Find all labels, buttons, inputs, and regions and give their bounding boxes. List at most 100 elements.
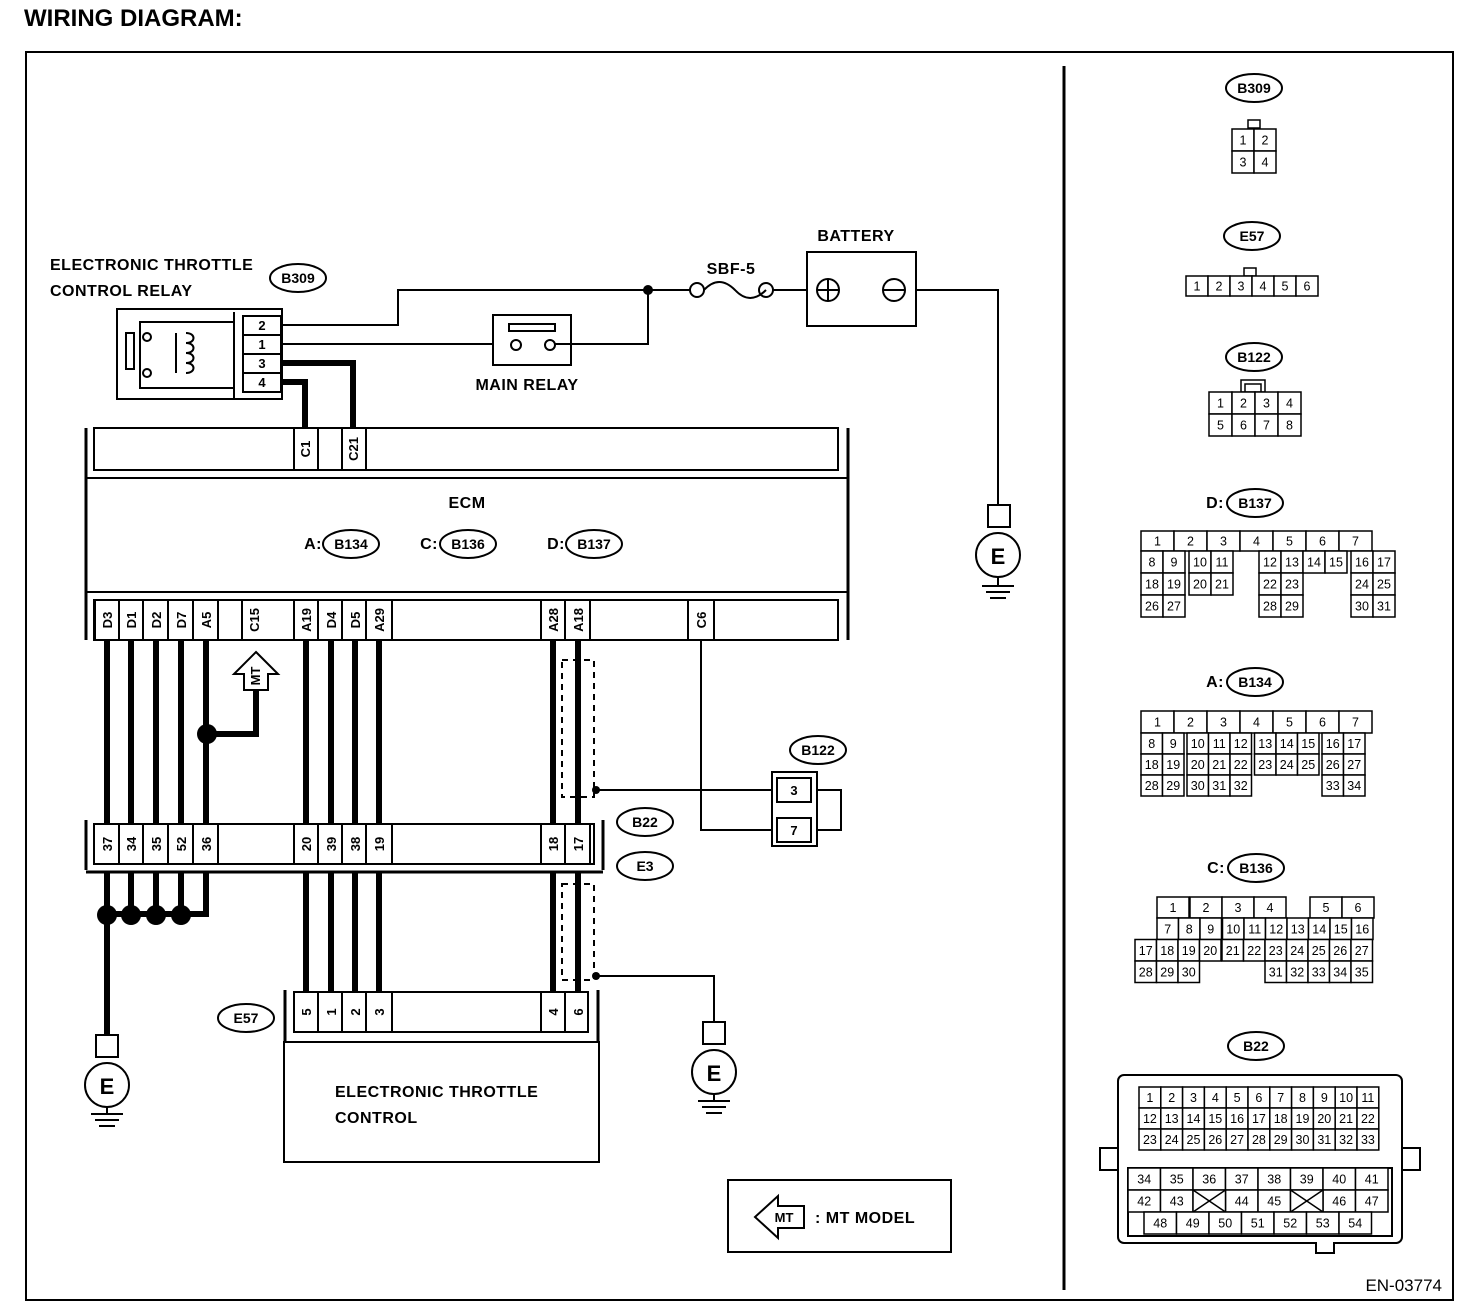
joint-pin: 34 [124,836,139,851]
connector-cell-label: 2 [1203,901,1210,915]
connector-cell-label: 8 [1286,419,1293,433]
ground-shield: E [691,1021,737,1114]
etc-pin: 5 [299,1008,314,1015]
connector-cell-label: 27 [1167,600,1181,614]
connector-cell-label: 5 [1234,1091,1241,1105]
ecm-connector-id: B136 [451,536,485,552]
mt-arrow-icon: MT [231,650,281,691]
connector-cell-label: 2 [1262,134,1269,148]
etc-pin: 6 [571,1008,586,1015]
connector-cell-label: 26 [1326,758,1340,772]
connector-cell-label: 49 [1186,1217,1200,1231]
connector-cell-label: 27 [1347,758,1361,772]
main-relay-body [492,314,572,366]
connector-cell [1198,938,1222,962]
connector-cell-label: 4 [1267,901,1274,915]
connector-cell-label: 2 [1187,716,1194,730]
connector-cell-label: 5 [1282,280,1289,294]
b122-connector: B122 3 7 [771,735,847,847]
connector-cell-label: 5 [1286,535,1293,549]
connector-cell-label: 22 [1234,758,1248,772]
connector-cell-label: 19 [1296,1112,1310,1126]
connector-cell-label: 15 [1334,922,1348,936]
outer-frame [25,51,1454,1301]
battery-label: BATTERY [817,228,894,245]
connector-cell-label: 10 [1339,1091,1353,1105]
connector-cell-label: 27 [1230,1133,1244,1147]
connector-cell-label: 23 [1143,1133,1157,1147]
connector-cell-label: 9 [1171,556,1178,570]
connector-cell-label: 5 [1323,901,1330,915]
connector-cell-label: 48 [1153,1217,1167,1231]
connector-cell-label: 20 [1191,758,1205,772]
connector-cell [1161,774,1185,797]
connector-cell-label: 22 [1361,1112,1375,1126]
connector-cell-label: 27 [1355,944,1369,958]
ground-battery: E [975,504,1021,599]
connector-cell-label: 28 [1139,965,1153,979]
joint-connector-id: B22 [632,814,658,830]
connector-cell-label: 32 [1339,1133,1353,1147]
ecm-pin: A29 [372,608,387,632]
connector-cell-label: 6 [1319,535,1326,549]
connector-view-id: B136 [1239,860,1273,876]
ecm-harness-wires [104,640,778,831]
connector-cell-label: 12 [1143,1112,1157,1126]
connector-cell-label: 19 [1182,944,1196,958]
connector-cell-label: 4 [1253,716,1260,730]
ground-label: E [991,544,1006,569]
connector-cell-label: 14 [1187,1112,1201,1126]
ecm-pin: D1 [124,612,139,629]
connector-view-id: B137 [1238,495,1272,511]
connector-cell-label: 52 [1283,1217,1297,1231]
connector-cell-label: 16 [1355,922,1369,936]
connector-cell [1280,594,1304,618]
relay-pin: 4 [258,375,266,390]
fuse-sbf5: SBF-5 [689,261,774,299]
connector-cell-label: 33 [1361,1133,1375,1147]
connector-cell-label: 34 [1137,1173,1151,1187]
connector-cell-label: 29 [1274,1133,1288,1147]
ecm-connector-prefix: A: [304,536,322,553]
ecm-pin: A19 [299,608,314,632]
connector-cell-label: 13 [1258,737,1272,751]
ecm-pin: C21 [346,437,361,461]
connector-cell-label: 5 [1217,419,1224,433]
battery: BATTERY [806,228,917,327]
connector-cell-label: 7 [1352,535,1359,549]
connector-cell-label: 47 [1365,1195,1379,1209]
connector-cell-label: 10 [1191,737,1205,751]
connector-view-prefix: D: [1206,495,1224,512]
connector-cell-label: 26 [1208,1133,1222,1147]
joint-pin: 35 [149,837,164,851]
connector-cell-label: 12 [1269,922,1283,936]
connector-cell-label: 40 [1332,1173,1346,1187]
connector-cell [1296,753,1320,776]
main-relay: MAIN RELAY [475,314,578,394]
ecm-connector-prefix: D: [547,536,565,553]
connector-cell-label: 10 [1226,922,1240,936]
connector-cell-label: 6 [1319,716,1326,730]
connector-cell-label: 3 [1240,156,1247,170]
shield-upper [561,659,778,798]
connector-cell-label: 51 [1251,1217,1265,1231]
lower-harness-wires [97,872,715,1035]
connector-cell-label: 46 [1332,1195,1346,1209]
connector-cell-label: 2 [1168,1091,1175,1105]
connector-cell-label: 11 [1213,737,1226,751]
ecm-pin: A28 [546,608,561,632]
joint-pin: 38 [348,837,363,851]
connector-cell-label: 4 [1253,535,1260,549]
ecm-block: ECM A: B134 C: B136 D: B137 [84,427,850,641]
relay-pin: 1 [258,337,265,352]
connector-cell-label: 9 [1207,922,1214,936]
connector-cell-label: 26 [1145,600,1159,614]
connector-cell-label: 25 [1377,578,1391,592]
connector-cell-label: 20 [1193,578,1207,592]
connector-cell-label: 4 [1260,280,1267,294]
electronic-throttle-control: E57 ELECTRONIC THROTTLE CONTROL [217,990,600,1163]
joint-pin: 36 [199,837,214,851]
legend: MT : MT MODEL [727,1179,952,1253]
connector-cell-label: 1 [1217,397,1224,411]
connector-cell-label: 34 [1333,965,1347,979]
